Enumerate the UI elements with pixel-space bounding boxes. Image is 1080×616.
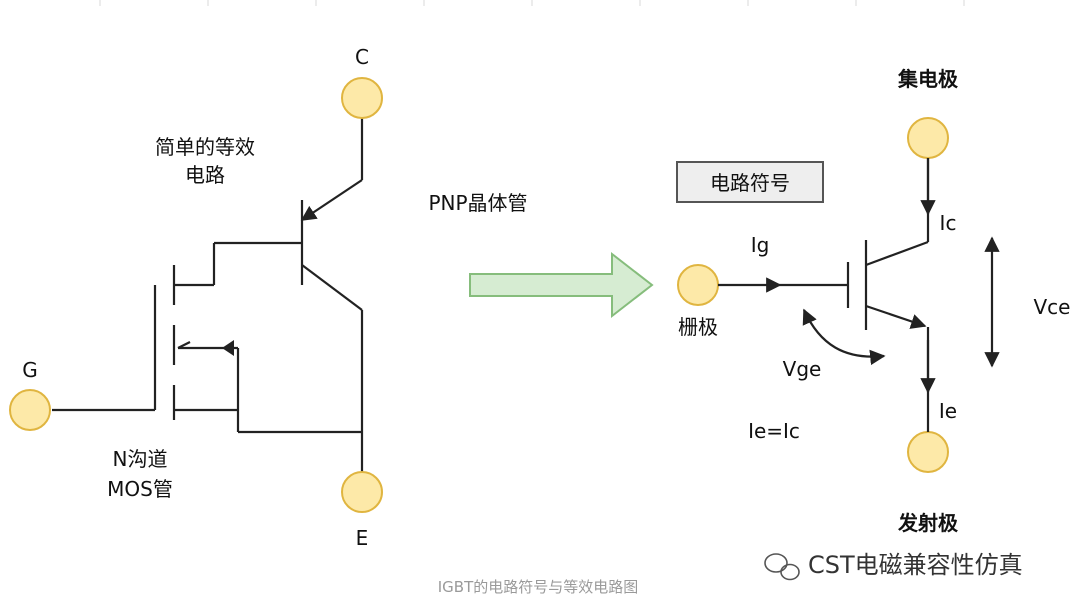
mos-label-2: MOS管 (107, 477, 173, 501)
watermark: CST电磁兼容性仿真 (808, 551, 1023, 579)
ic-label: Ic (940, 211, 957, 235)
relation-label: Ie=Ic (748, 419, 800, 443)
equivalent-label-2: 电路 (185, 163, 225, 187)
equivalent-label-1: 简单的等效 (155, 135, 255, 159)
vge-label: Vge (783, 357, 822, 381)
transform-arrow-icon (469, 251, 654, 319)
top-ticks (99, 0, 965, 6)
igbt-symbol (718, 158, 1000, 432)
gate-label: 栅极 (678, 315, 718, 339)
terminal-emitter (907, 431, 949, 473)
terminal-g (9, 389, 51, 431)
vce-label: Vce (1034, 295, 1071, 319)
label-e: E (356, 526, 369, 550)
body-arrow-icon (222, 340, 234, 356)
collector-label: 集电极 (897, 67, 959, 91)
wechat-icon (764, 553, 800, 581)
pnp-label: PNP晶体管 (428, 191, 527, 215)
ie-label: Ie (939, 399, 957, 423)
terminal-collector (907, 117, 949, 159)
terminal-c (341, 77, 383, 119)
figure-caption: IGBT的电路符号与等效电路图 (438, 578, 639, 596)
symbol-box (676, 161, 824, 203)
ig-label: Ig (751, 233, 770, 257)
symbol-box-label: 电路符号 (710, 171, 790, 195)
emitter-label: 发射极 (897, 511, 959, 535)
label-g: G (22, 358, 38, 382)
terminal-gate (677, 264, 719, 306)
mos-label-1: N沟道 (113, 447, 168, 471)
label-c: C (355, 45, 369, 69)
equivalent-circuit (52, 118, 364, 472)
terminal-e (341, 471, 383, 513)
